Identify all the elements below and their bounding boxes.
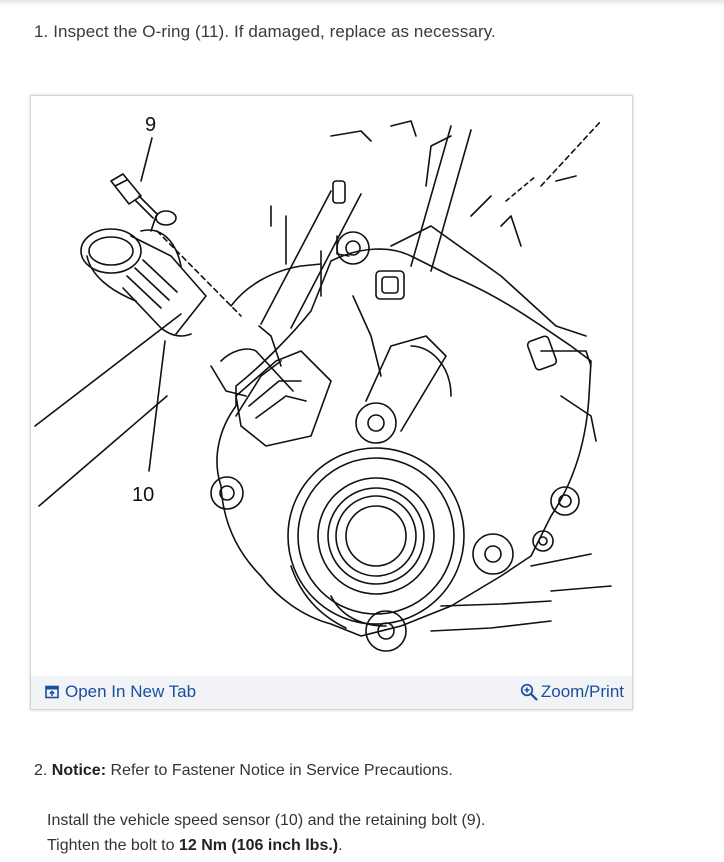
torque-prefix: Tighten the bolt to: [47, 837, 175, 854]
step-1-text: 1. Inspect the O-ring (11). If damaged, …: [34, 22, 496, 41]
top-shadow: [0, 0, 724, 6]
transmission-diagram: [34, 120, 612, 652]
zoom-in-icon: [520, 683, 538, 701]
torque-suffix: .: [338, 837, 343, 854]
zoom-print-link[interactable]: Zoom/Print: [520, 682, 624, 702]
notice-label: Notice:: [51, 762, 107, 779]
open-in-new-tab-label: Open In New Tab: [65, 682, 197, 701]
torque-instruction: Tighten the bolt to 12 Nm (106 inch lbs.…: [47, 837, 343, 855]
figure-container: 9 10 Open In New Tab Zoom/Print: [30, 95, 633, 710]
callout-label-10: 10: [132, 484, 155, 506]
install-instruction: Install the vehicle speed sensor (10) an…: [47, 812, 486, 829]
figure-action-bar: Open In New Tab Zoom/Print: [31, 676, 632, 709]
zoom-print-label: Zoom/Print: [540, 682, 624, 701]
open-in-new-tab-link[interactable]: Open In New Tab: [45, 682, 196, 702]
torque-value: 12 Nm (106 inch lbs.): [178, 837, 339, 854]
open-in-new-tab-icon: [45, 685, 59, 699]
step-2-number: 2.: [34, 762, 48, 779]
notice-text: Refer to Fastener Notice in Service Prec…: [110, 762, 453, 779]
callout-label-9: 9: [145, 114, 157, 136]
step-2-notice: 2. Notice: Refer to Fastener Notice in S…: [34, 762, 453, 780]
